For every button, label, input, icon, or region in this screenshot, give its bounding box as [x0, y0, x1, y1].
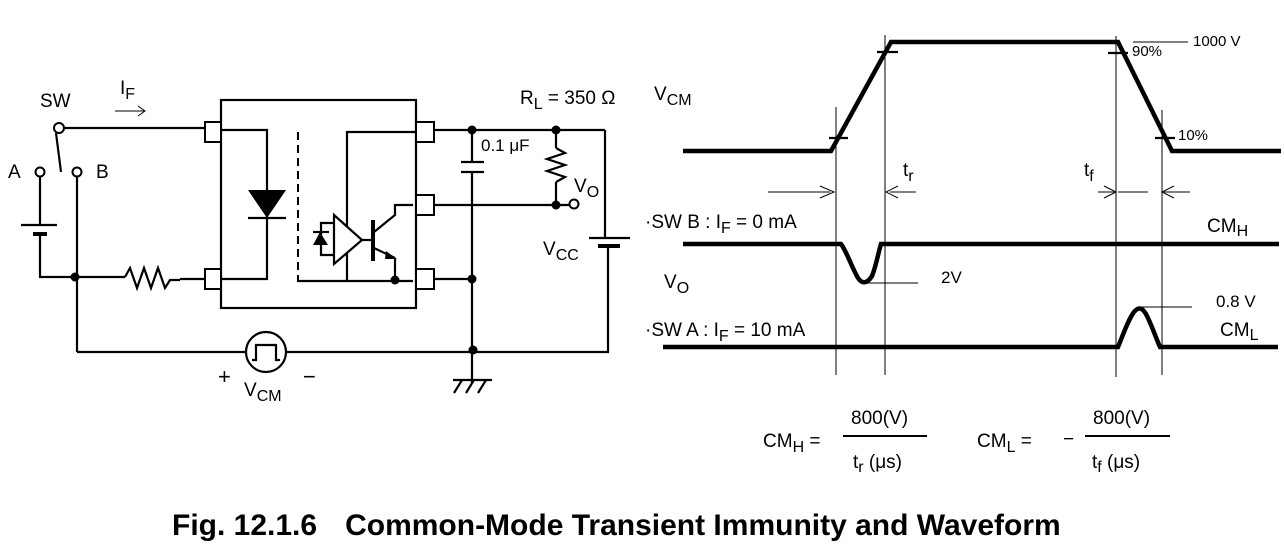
- forward-current-label: IF: [120, 78, 135, 103]
- output-transistor-icon: [362, 203, 413, 285]
- pin-vo: [415, 194, 435, 216]
- cml-formula-sign: −: [1063, 429, 1074, 450]
- switch-common-terminal: [53, 122, 65, 134]
- switch-pos-b-label: B: [96, 162, 109, 183]
- wire: [38, 234, 75, 279]
- swb-condition-label: ·SW B : IF = 0 mA: [645, 212, 797, 237]
- vo-waveform-low: [663, 306, 1278, 350]
- switch-blade: [54, 132, 63, 173]
- cml-formula-lhs: CML =: [977, 431, 1032, 456]
- vcc-rail-internal: [345, 130, 416, 281]
- cmh-formula-lhs: CMH =: [763, 431, 821, 456]
- figure-number: Fig. 12.1.6: [172, 509, 317, 542]
- current-arrow-icon: [115, 105, 146, 117]
- capacitor-label: 0.1 μF: [481, 136, 530, 155]
- test-circuit: SW A B IF: [8, 78, 630, 405]
- led-icon: [248, 190, 286, 220]
- peak-voltage-label: 1000 V: [1193, 33, 1241, 50]
- cml-label: CML: [1220, 320, 1259, 344]
- cmh-formula-denominator: tr (μs): [853, 452, 902, 476]
- cml-formula-numerator: 800(V): [1093, 408, 1150, 429]
- supply-label: VCC: [543, 239, 579, 264]
- pct10-label: 10%: [1178, 127, 1208, 144]
- junction-dot: [468, 345, 478, 355]
- dip-level-label: 2V: [941, 268, 962, 287]
- figure-title: Common-Mode Transient Immunity and Wavef…: [345, 509, 1061, 542]
- cmh-formula-numerator: 800(V): [851, 408, 908, 429]
- pulse-source-icon: [244, 330, 288, 374]
- cml-formula-denominator: tf (μs): [1092, 452, 1140, 476]
- pct90-label: 90%: [1132, 43, 1162, 60]
- fall-time-arrows: [1098, 185, 1190, 199]
- switch-terminal-b: [71, 166, 83, 178]
- pin-gnd: [415, 268, 435, 290]
- load-resistor: [543, 147, 569, 183]
- pin-2: [204, 268, 222, 290]
- cm-source-minus: −: [303, 364, 316, 389]
- vo-terminal: [568, 198, 580, 210]
- bump-level-label: 0.8 V: [1216, 292, 1256, 311]
- load-resistor-label: RL = 350 Ω: [520, 88, 615, 113]
- junction-dot: [551, 200, 561, 210]
- wire: [472, 246, 610, 354]
- rise-time-label: tr: [903, 160, 914, 185]
- switch-terminal-a: [34, 166, 46, 178]
- rise-time-arrows: [768, 185, 916, 199]
- figure-caption: Fig. 12.1.6 Common-Mode Transient Immunit…: [172, 509, 1061, 542]
- cmh-label: CMH: [1207, 216, 1248, 240]
- input-resistor: [124, 264, 180, 292]
- photodiode-icon: [313, 221, 334, 257]
- cmh-formula: CMH = 800(V) tr (μs): [763, 408, 927, 476]
- pin-vcc: [415, 121, 435, 143]
- pin-1: [204, 121, 222, 143]
- switch-label: SW: [40, 91, 71, 112]
- junction-dot: [467, 274, 477, 284]
- vcm-waveform-label: VCM: [654, 84, 692, 109]
- amplifier-icon: [332, 212, 364, 267]
- cm-source-plus: +: [218, 364, 231, 389]
- vcm-waveform: [683, 39, 1281, 154]
- fall-time-label: tf: [1084, 160, 1094, 185]
- cm-source-label: VCM: [244, 380, 282, 405]
- timing-waveforms: VCM 1000 V 90% 10% tr tf ·SW B : IF = 0 …: [645, 33, 1281, 377]
- ground-icon: [453, 378, 492, 394]
- vo-waveform-label: VO: [664, 272, 689, 297]
- vo-terminal-label: VO: [574, 176, 599, 201]
- cml-formula: CML = − 800(V) tf (μs): [977, 408, 1170, 476]
- switch-pos-a-label: A: [8, 162, 21, 183]
- swa-condition-label: ·SW A : IF = 10 mA: [645, 320, 806, 345]
- vo-waveform-high-visible: [683, 241, 1279, 285]
